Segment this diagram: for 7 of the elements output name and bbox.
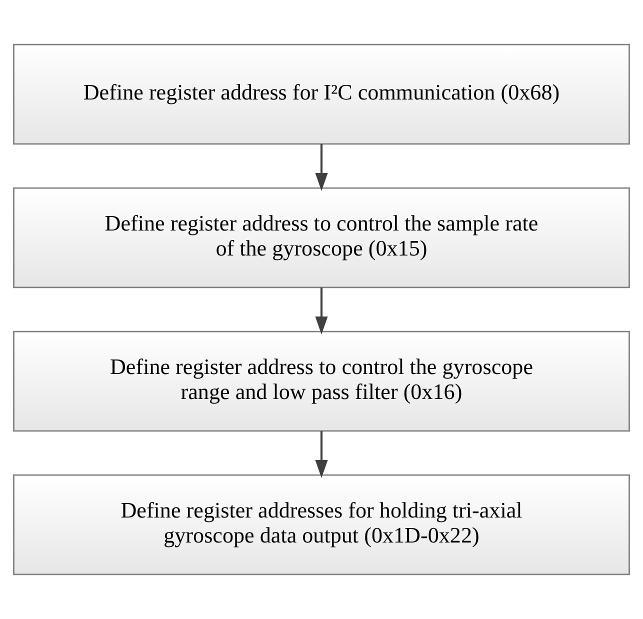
node-box: Define register address for I²C communication (0x68) — [13, 44, 630, 145]
arrow — [315, 288, 328, 334]
node-box: Define register address to control the sample rate of the gyroscope (0x15) — [13, 187, 630, 288]
arrow — [315, 144, 328, 191]
node-box: Define register addresses for holding tri-axial gyroscope data output (0x1D-0x22) — [13, 474, 630, 576]
arrow — [315, 431, 328, 478]
node-box: Define register address to control the gyroscope range and low pass filter (0x16) — [13, 330, 630, 432]
